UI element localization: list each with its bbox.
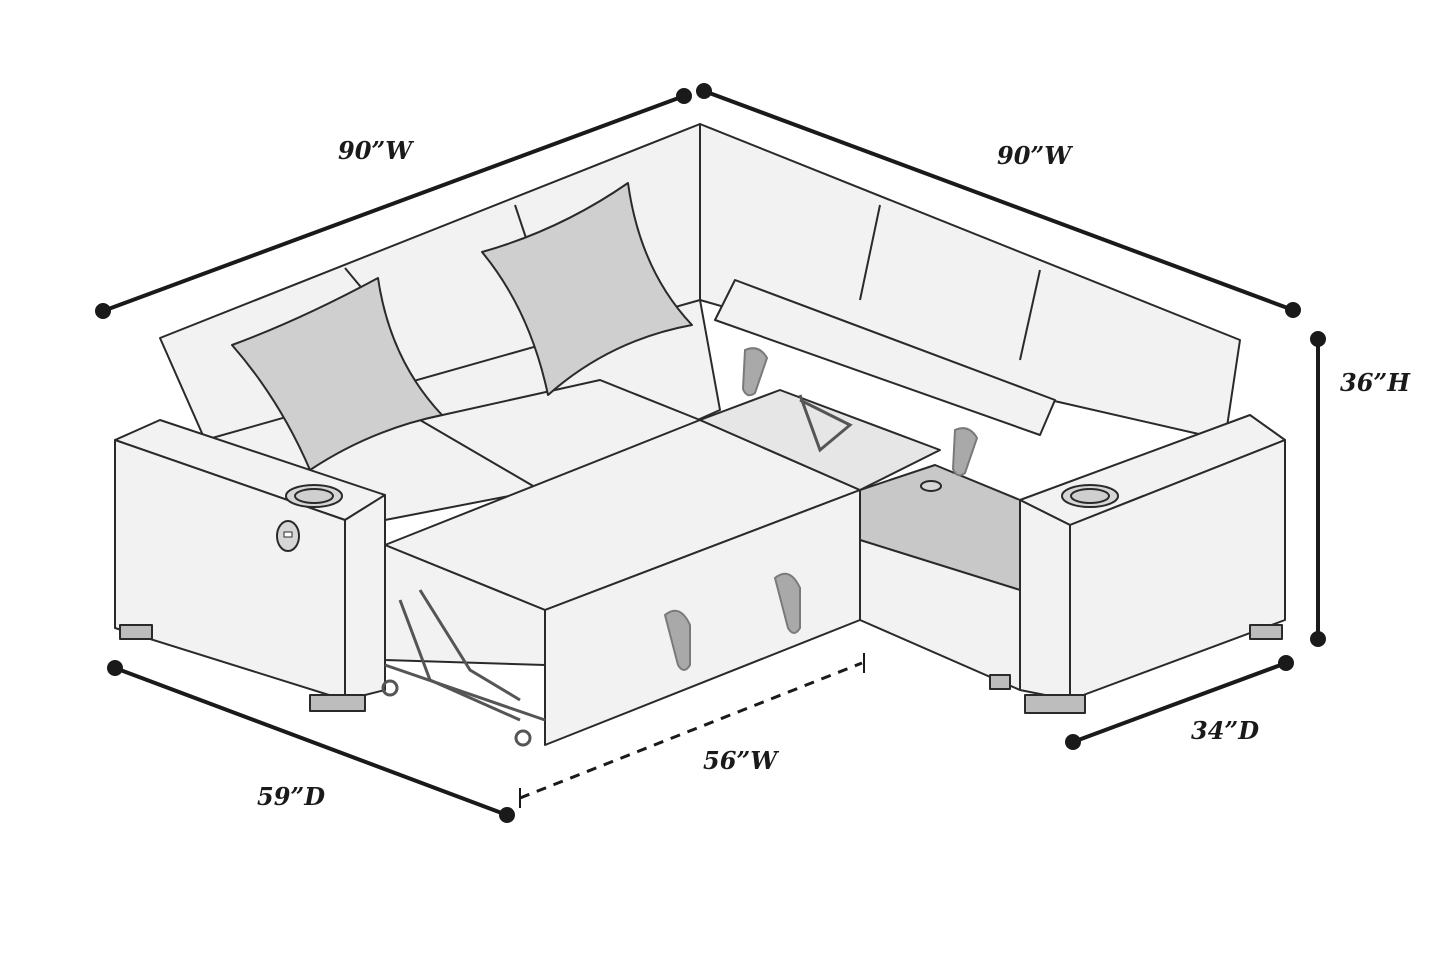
arm-right-side [1019,499,1071,701]
pillow-left [231,277,443,471]
storage-lid [714,279,1056,436]
back-rest-right [699,123,1241,441]
dimension-label-pullout-width: 56”W [703,746,778,775]
chaise-seat-back [699,389,941,491]
foot [1249,624,1283,640]
foot [1024,694,1086,714]
dimension-label-height: 36”H [1340,368,1410,397]
dimension-label-back-right-width: 90”W [997,141,1072,170]
arm-left-side [344,494,386,701]
dimension-label-back-left-width: 90”W [338,136,413,165]
foot [119,624,153,640]
dimension-label-right-depth: 34”D [1191,716,1260,745]
foot [989,674,1011,690]
pillow-right [481,182,693,396]
dimension-label-left-depth: 59”D [257,782,326,811]
foot [309,694,366,712]
storage-outlet [920,480,942,492]
